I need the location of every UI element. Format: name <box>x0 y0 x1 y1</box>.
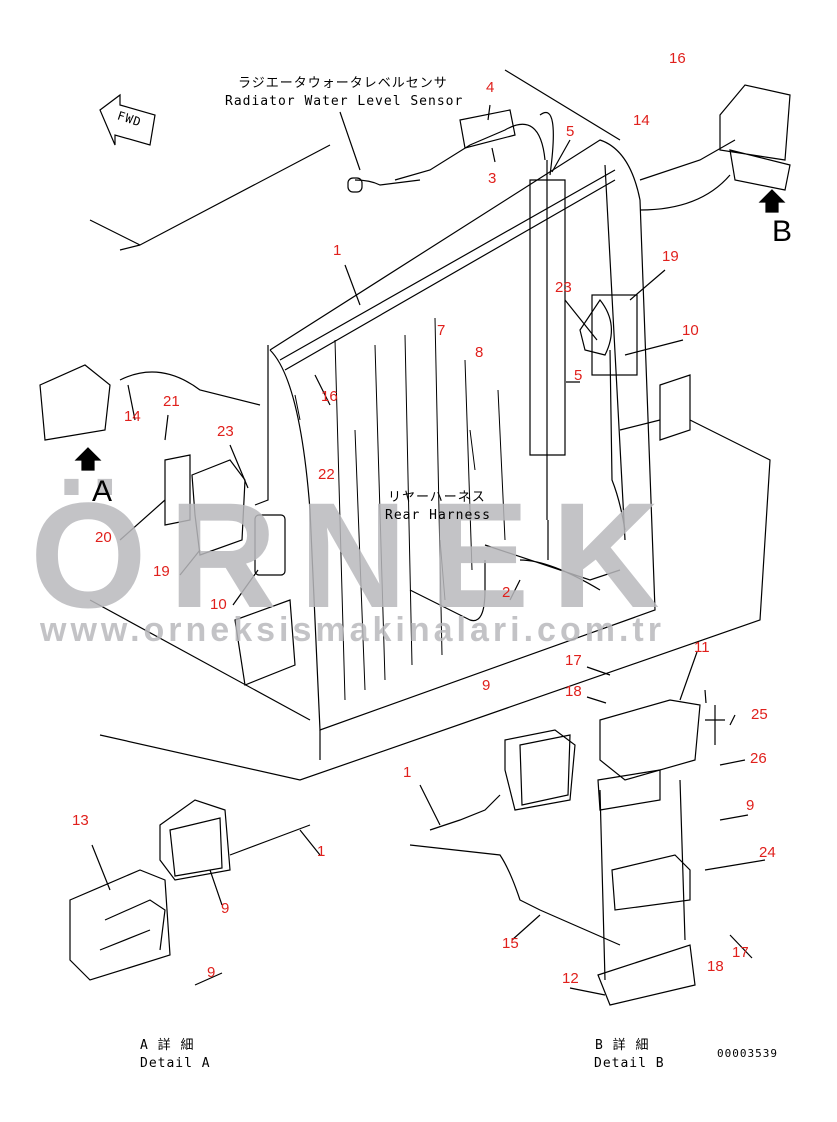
callout: 24 <box>759 844 776 861</box>
callout: 18 <box>565 683 582 700</box>
callout: 9 <box>207 964 216 981</box>
callout: 22 <box>318 466 335 483</box>
callout: 16 <box>321 388 338 405</box>
view-b-label: B <box>772 215 793 248</box>
callout: 14 <box>633 112 650 129</box>
callout: 15 <box>502 935 519 952</box>
drawing-number: 00003539 <box>717 1047 778 1060</box>
callout: 10 <box>210 596 227 613</box>
callout: 16 <box>669 50 686 67</box>
detail-a-label-jp: A 詳 細 <box>140 1038 195 1053</box>
callout: 1 <box>317 843 326 860</box>
callout: 9 <box>221 900 230 917</box>
callout: 11 <box>694 639 710 656</box>
callout: 23 <box>555 279 572 296</box>
harness-label-en: Rear Harness <box>385 508 491 523</box>
detail-b-label-jp: B 詳 細 <box>595 1038 650 1053</box>
callout: 5 <box>574 367 583 384</box>
callout: 1 <box>403 764 412 781</box>
callout: 1 <box>333 242 342 259</box>
callout: 5 <box>566 123 575 140</box>
callout: 25 <box>751 706 768 723</box>
view-a-label: A <box>92 475 113 508</box>
detail-b-label-en: Detail B <box>594 1056 665 1071</box>
callout: 23 <box>217 423 234 440</box>
callout: 10 <box>682 322 699 339</box>
callout: 17 <box>732 944 749 961</box>
callout: 26 <box>750 750 767 767</box>
watermark-url: www.orneksismakinalari.com.tr <box>40 611 665 649</box>
callout: 8 <box>475 344 484 361</box>
harness-label-jp: リヤーハーネス <box>388 490 486 505</box>
callout: 13 <box>72 812 89 829</box>
callout: 2 <box>502 584 511 601</box>
sensor-label-jp: ラジエータウォータレベルセンサ <box>238 76 448 91</box>
callout: 9 <box>482 677 491 694</box>
callout: 4 <box>486 79 495 96</box>
watermark-brand: ÖRNEK <box>30 471 682 639</box>
callout: 3 <box>488 170 497 187</box>
callout: 19 <box>662 248 679 265</box>
detail-a-label-en: Detail A <box>140 1056 211 1071</box>
sensor-label-en: Radiator Water Level Sensor <box>225 94 464 109</box>
callout: 19 <box>153 563 170 580</box>
callout: 9 <box>746 797 755 814</box>
callout: 7 <box>437 322 446 339</box>
callout: 17 <box>565 652 582 669</box>
callout: 21 <box>163 393 180 410</box>
callout: 18 <box>707 958 724 975</box>
callout: 20 <box>95 529 112 546</box>
callout: 12 <box>562 970 579 987</box>
callout: 14 <box>124 408 141 425</box>
